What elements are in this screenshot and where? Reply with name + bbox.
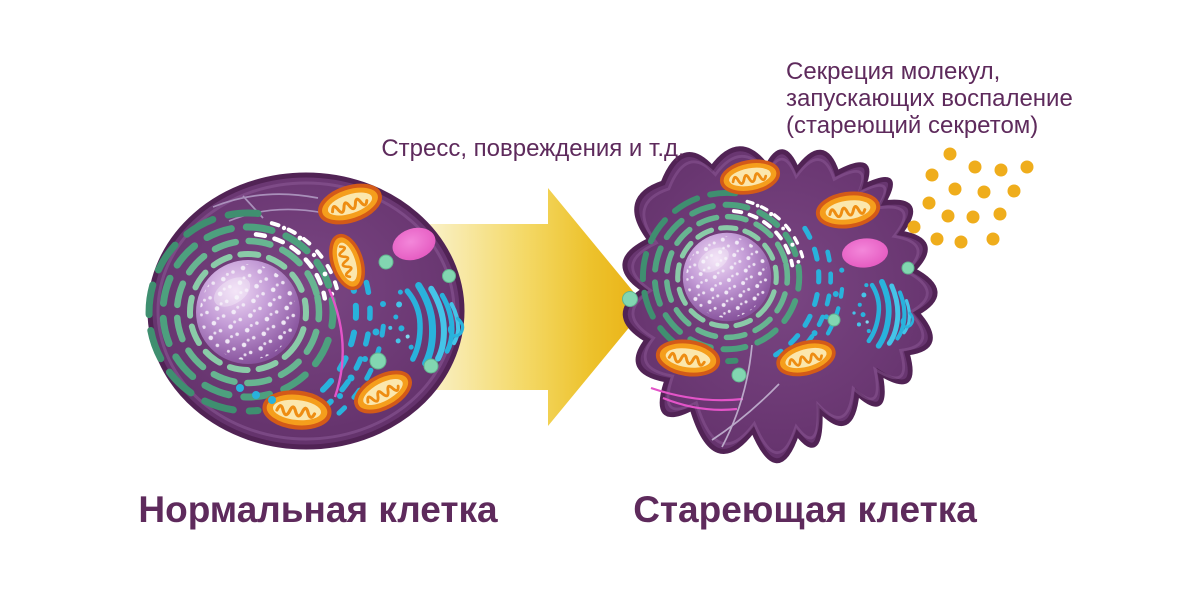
transition-arrow: [424, 188, 646, 426]
secretion-line-3: (стареющий секретом): [786, 112, 1038, 139]
filament-pink: [327, 288, 344, 398]
vesicles: [369, 254, 456, 374]
normal-cell: [139, 172, 467, 450]
secreted-molecules: [907, 147, 1034, 249]
secretion-annotation: Секреция молекул, запускающих воспаление…: [786, 58, 1073, 139]
senescent-cell-label: Стареющая клетка: [633, 489, 977, 530]
senescent-cell: [622, 149, 936, 461]
secretion-line-1: Секреция молекул,: [786, 58, 1000, 85]
lysosome: [842, 238, 888, 268]
small-vesicles: [236, 384, 276, 404]
lysosome: [392, 227, 436, 261]
vesicles: [622, 261, 915, 383]
normal-cell-label: Нормальная клетка: [138, 489, 498, 530]
secretion-line-2: запускающих воспаление: [786, 85, 1073, 112]
stress-annotation: Стресс, повреждения и т.д.: [381, 135, 684, 162]
cytoskeleton-filaments: [711, 344, 780, 448]
filaments-pink: [650, 386, 744, 411]
